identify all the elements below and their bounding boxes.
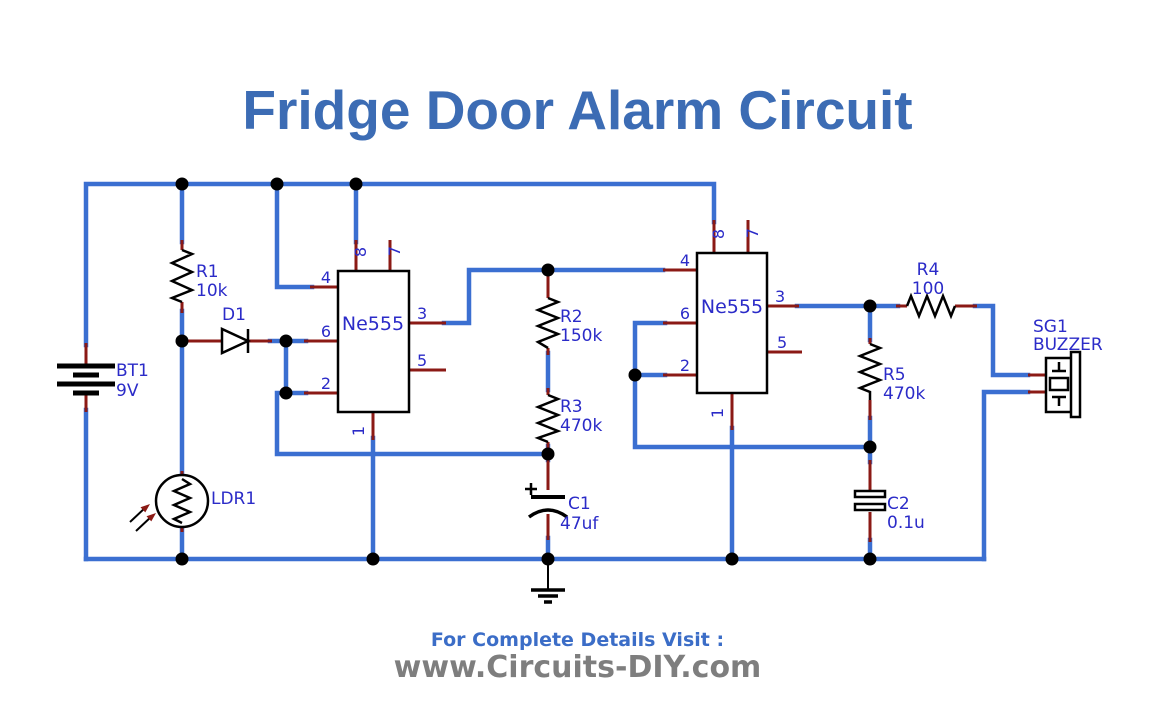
wire-ic1-pin3-to-ic2-pin4	[441, 267, 666, 326]
junction-dot	[175, 177, 189, 191]
ic2-pin5-label: 5	[777, 333, 787, 352]
footer-note: For Complete Details Visit :	[430, 629, 725, 651]
page-title: Fridge Door Alarm Circuit	[242, 79, 913, 141]
diode-triangle	[220, 327, 251, 355]
diode-d1	[220, 327, 251, 355]
junction-dot	[541, 447, 555, 461]
capacitor-c1	[525, 483, 569, 519]
ldr-light-arrowhead	[146, 513, 156, 522]
ic1-pin3-label: 3	[417, 304, 427, 323]
wire-d1-node	[267, 338, 289, 396]
c1-plate-curved	[527, 508, 569, 519]
r4-ref-label: R4	[917, 260, 940, 280]
ground-symbol	[531, 561, 565, 604]
resistor-r2-body	[534, 296, 562, 350]
r1-ref-label: R1	[196, 262, 219, 282]
junction-dot	[628, 368, 642, 382]
labels: BT1 9V R1 10k D1 LDR1 Ne555 4 6 2 3 5 8 …	[116, 228, 1103, 534]
wire-top-rail	[83, 181, 717, 348]
junction-dot	[725, 552, 739, 566]
buzzer-side-plate	[1069, 350, 1082, 419]
wire-buzzer-return	[981, 389, 1031, 562]
ic1-pin6-label: 6	[321, 322, 331, 341]
sg1-value-label: BUZZER	[1033, 335, 1103, 355]
r4-value-label: 100	[912, 279, 944, 299]
wire-ic1-pin4	[274, 181, 315, 290]
junction-dot	[863, 299, 877, 313]
ic2-pin6-label: 6	[680, 304, 690, 323]
c2-value-label: 0.1u	[887, 513, 925, 533]
c1-plus-sign	[525, 483, 537, 495]
ic2-pin7-label: 7	[743, 228, 762, 238]
junction-dot	[863, 440, 877, 454]
ic1-pin4-label: 4	[321, 268, 331, 287]
r2-ref-label: R2	[560, 307, 583, 327]
ic1-pin1-label: 1	[349, 426, 368, 436]
ic2-pin4-label: 4	[680, 251, 690, 270]
sg1-ref-label: SG1	[1033, 317, 1068, 337]
wire-ic2-threshold-run	[632, 372, 873, 450]
junction-dot	[175, 334, 189, 348]
ic1-pin5-label: 5	[417, 351, 427, 370]
r3-value-label: 470k	[560, 416, 602, 436]
junction-dot	[366, 552, 380, 566]
ic1-name-label: Ne555	[342, 313, 404, 335]
buzzer-crystal-bottom	[1052, 395, 1066, 406]
junction-dot	[270, 177, 284, 191]
battery-bt1	[57, 363, 115, 396]
buzzer-crystal-box	[1048, 376, 1070, 392]
r5-ref-label: R5	[883, 365, 906, 385]
c2-plate	[853, 502, 887, 512]
bt1-value-label: 9V	[116, 381, 139, 401]
buzzer-crystal-top	[1052, 362, 1066, 373]
bt1-ref-label: BT1	[116, 361, 149, 381]
junction-dot	[175, 552, 189, 566]
ic2-pin1-label: 1	[708, 408, 727, 418]
resistor-r4-body	[905, 292, 957, 320]
ic2-name-label: Ne555	[701, 296, 763, 318]
junction-dot	[279, 386, 293, 400]
ic1-body	[336, 269, 411, 414]
ic1-pin7-label: 7	[385, 246, 404, 256]
resistor-r5-body	[856, 342, 884, 400]
footer-site: www.Circuits-DIY.com	[393, 650, 762, 685]
ic2-pin8-label: 8	[709, 229, 728, 239]
ic1-pin2-label: 2	[321, 374, 331, 393]
r2-value-label: 150k	[560, 326, 602, 346]
ldr1-ref-label: LDR1	[211, 489, 256, 509]
c2-plate	[853, 489, 887, 499]
junction-dot	[541, 552, 555, 566]
ic2-body	[695, 251, 769, 395]
c1-ref-label: C1	[568, 494, 591, 514]
junction-dot	[541, 263, 555, 277]
wire-ic2-pin6	[632, 320, 668, 378]
r5-value-label: 470k	[883, 384, 925, 404]
ldr-ldr1	[129, 473, 210, 532]
junction-dot	[349, 177, 363, 191]
wire-r4-to-buzzer	[972, 303, 1031, 378]
junction-dot	[279, 334, 293, 348]
ic2-pin3-label: 3	[775, 287, 785, 306]
r1-value-label: 10k	[196, 281, 228, 301]
junction-dot	[863, 552, 877, 566]
buzzer-sg1	[1044, 350, 1082, 419]
junction-dots	[175, 177, 877, 566]
ldr-light-arrowhead	[140, 504, 150, 513]
ic2-pin2-label: 2	[680, 356, 690, 375]
c2-ref-label: C2	[887, 494, 910, 514]
c1-value-label: 47uf	[560, 514, 599, 534]
resistor-r3-body	[534, 393, 562, 444]
resistor-r1-body	[168, 248, 196, 304]
ldr-zigzag	[170, 477, 194, 525]
d1-ref-label: D1	[222, 305, 246, 325]
wire-ic1-threshold-run	[274, 390, 551, 457]
ic1-pin8-label: 8	[351, 247, 370, 257]
r3-ref-label: R3	[560, 397, 583, 417]
capacitor-c2	[853, 489, 887, 512]
